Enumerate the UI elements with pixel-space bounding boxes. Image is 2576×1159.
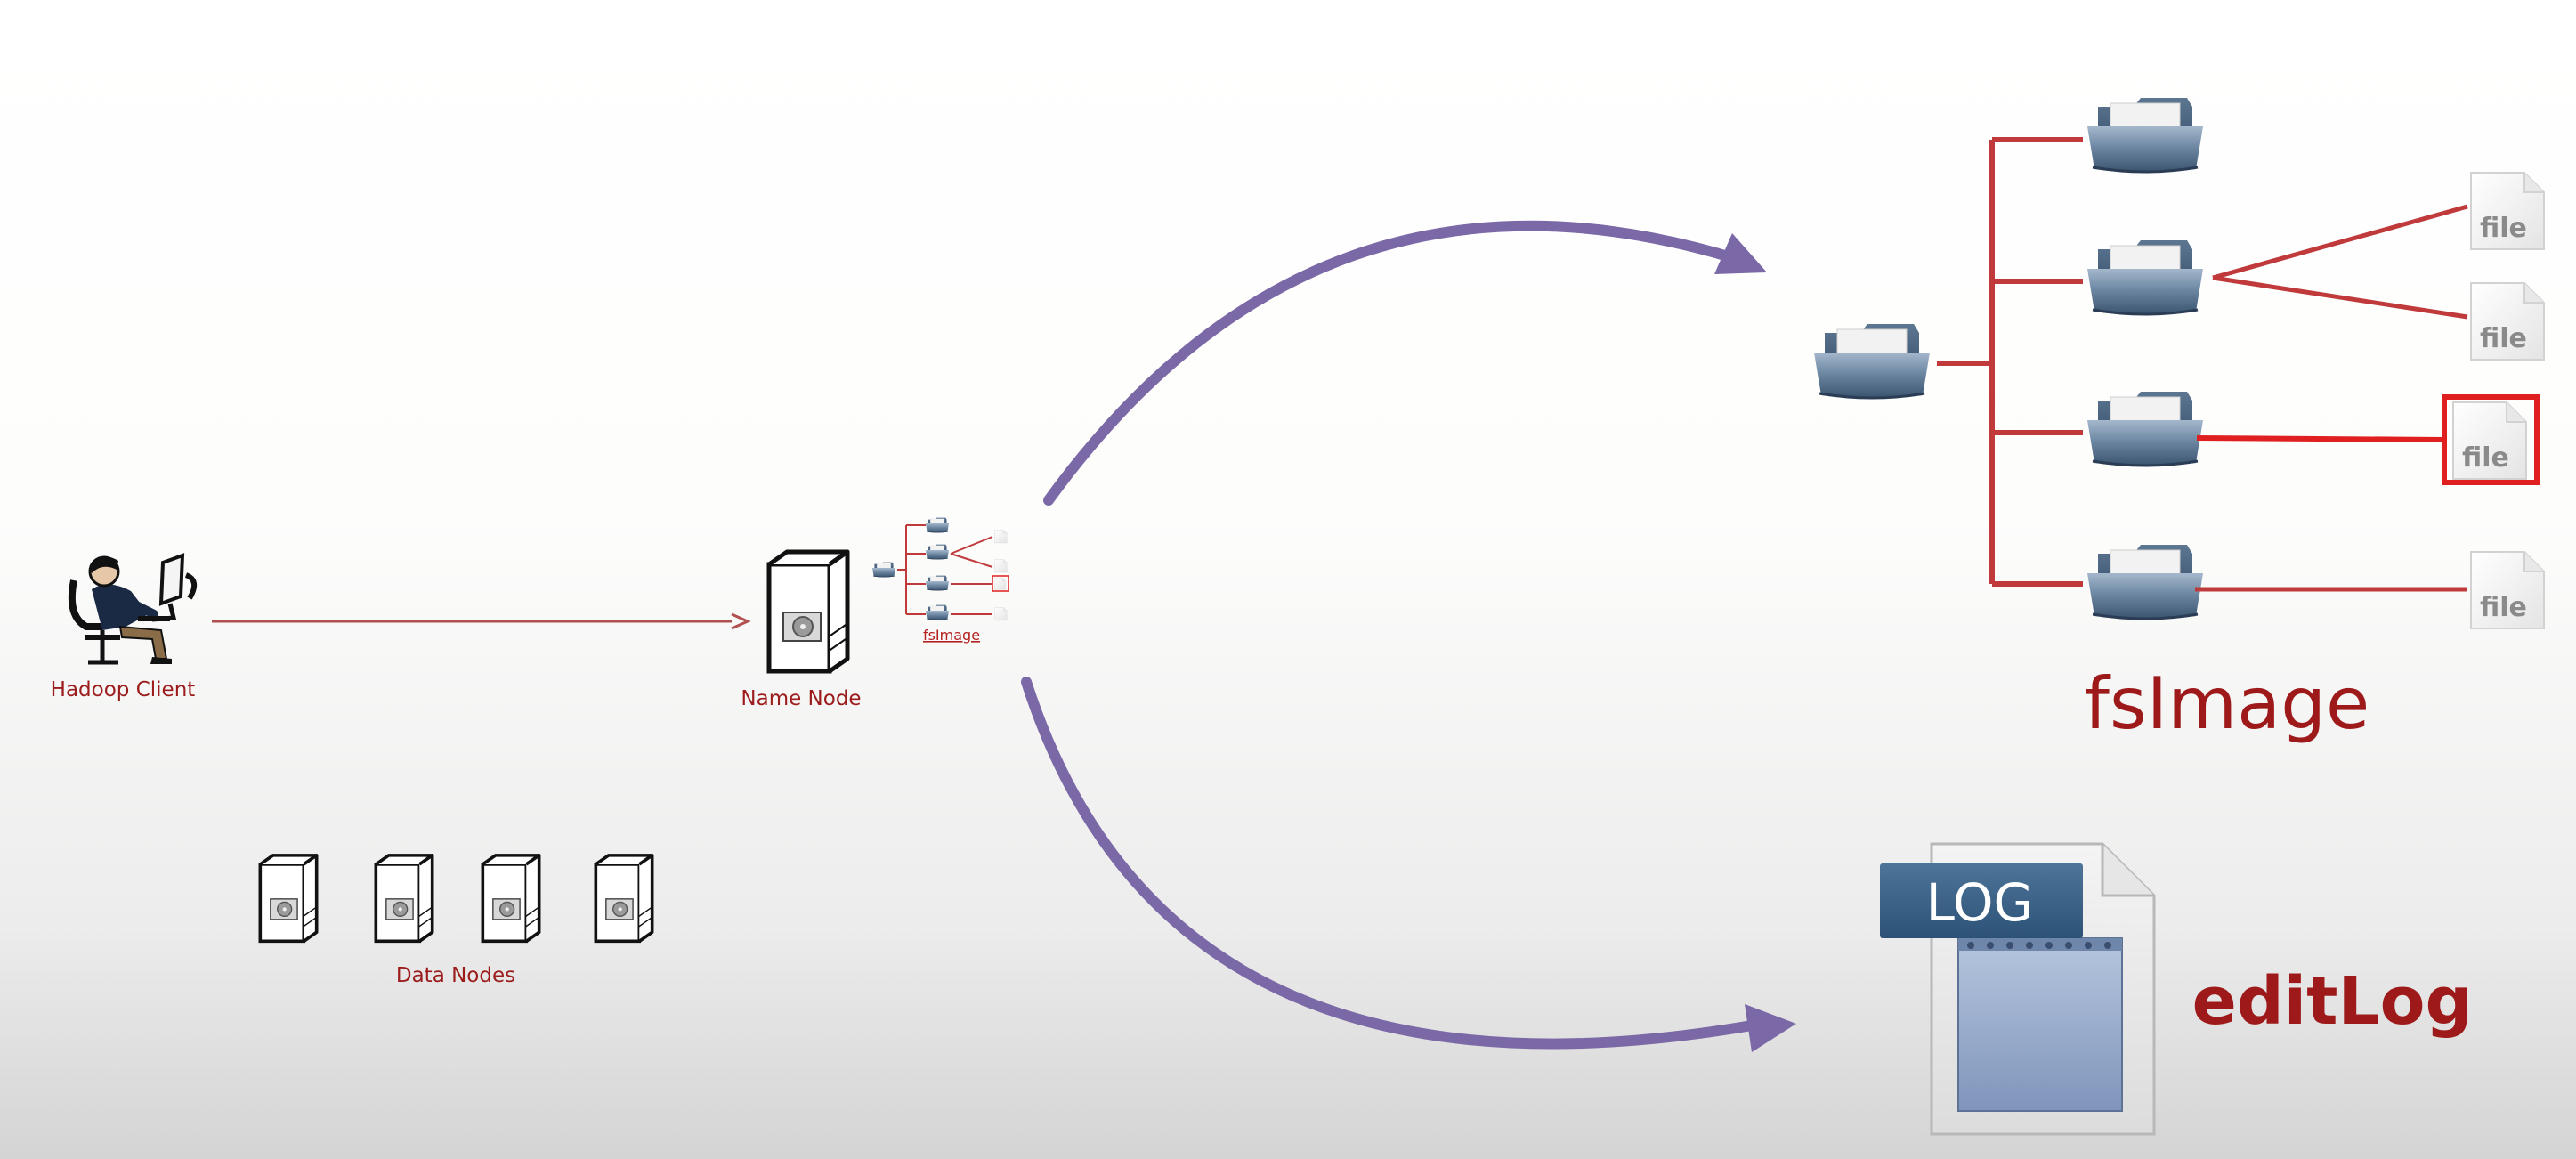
file-icon: file	[2470, 282, 2545, 361]
hadoop-client-icon	[68, 553, 198, 665]
data-node-server-icon	[374, 854, 434, 944]
file-icon: file	[2470, 172, 2545, 250]
svg-text:file: file	[2462, 442, 2509, 474]
data-nodes-label: Data Nodes	[396, 964, 515, 987]
name-node-server-icon	[769, 552, 847, 671]
folder-icon	[2086, 543, 2205, 621]
fsimage-title: fsImage	[2085, 662, 2369, 745]
editlog-title: editLog	[2192, 963, 2473, 1040]
log-badge-text: LOG	[1926, 872, 2034, 933]
arrow-to-editlog	[1021, 677, 1796, 1052]
root-folder-icon	[1812, 322, 1932, 401]
svg-text:file: file	[2480, 213, 2527, 244]
mini-fsimage-tree	[871, 517, 1009, 621]
svg-text:file: file	[2480, 592, 2527, 623]
svg-text:file: file	[2480, 323, 2527, 354]
highlighted-file-frame	[2442, 394, 2540, 485]
data-node-server-icon	[481, 854, 541, 944]
fsimage-tree: file file file file	[1812, 96, 2545, 629]
client-to-namenode-arrow	[212, 612, 751, 630]
arrow-to-fsimage	[1043, 220, 1767, 506]
data-node-server-icon	[594, 854, 654, 944]
log-document-icon: LOG	[1880, 842, 2156, 1136]
folder-icon	[2086, 239, 2205, 317]
name-node-label: Name Node	[741, 687, 861, 710]
file-icon: file	[2452, 401, 2527, 480]
folder-icon	[2086, 390, 2205, 468]
folder-icon	[2086, 96, 2205, 174]
hadoop-client-label: Hadoop Client	[51, 678, 196, 701]
file-icon: file	[2470, 551, 2545, 629]
mini-fsimage-label: fsImage	[923, 627, 980, 644]
data-node-server-icon	[258, 854, 319, 944]
